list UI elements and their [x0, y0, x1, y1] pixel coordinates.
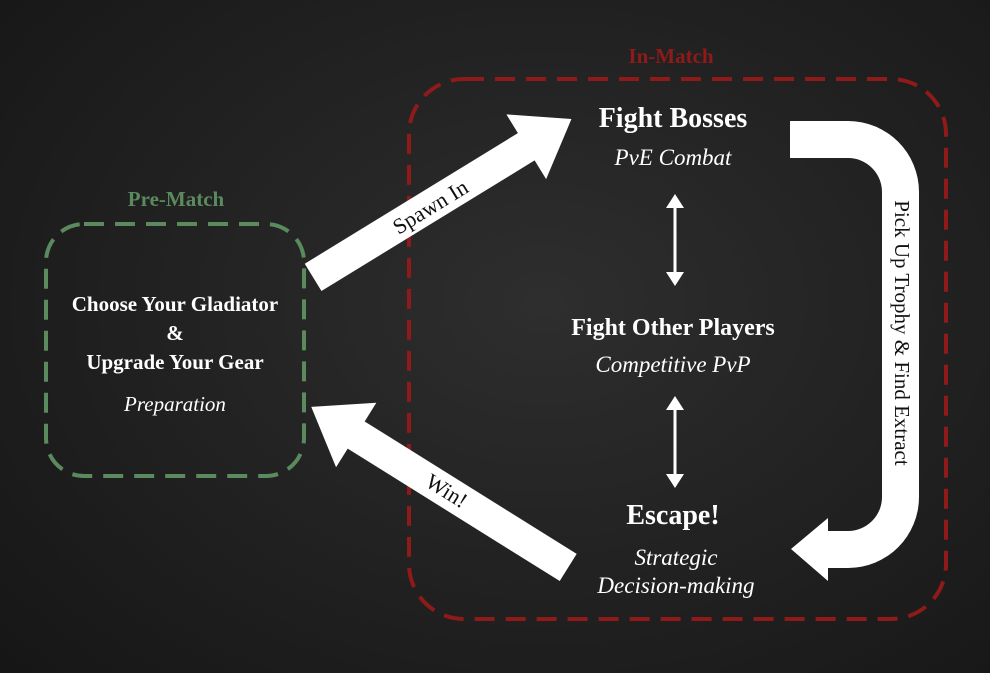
spawn-in-arrow [304, 114, 572, 292]
decision-making-subtitle: Decision-making [597, 573, 755, 598]
strategic-subtitle: Strategic [634, 545, 718, 570]
fight-players-title: Fight Other Players [571, 315, 775, 341]
competitive-pvp-subtitle: Competitive PvP [595, 352, 751, 377]
extract-label: Pick Up Trophy & Find Extract [890, 200, 914, 466]
ampersand-text: & [166, 321, 184, 345]
pre-match-region [44, 222, 306, 478]
players-escape-double-arrow [666, 396, 684, 488]
preparation-text: Preparation [124, 392, 226, 416]
escape-title: Escape! [626, 500, 720, 531]
upgrade-gear-text: Upgrade Your Gear [86, 350, 264, 374]
in-match-label: In-Match [628, 44, 714, 68]
pre-match-label: Pre-Match [127, 187, 225, 211]
bosses-players-double-arrow [666, 194, 684, 286]
win-arrow [311, 402, 577, 582]
in-match-region [407, 77, 948, 621]
choose-gladiator-text: Choose Your Gladiator [71, 292, 279, 316]
fight-bosses-title: Fight Bosses [598, 103, 748, 134]
pve-combat-subtitle: PvE Combat [614, 145, 732, 170]
extract-arrow [790, 121, 919, 581]
